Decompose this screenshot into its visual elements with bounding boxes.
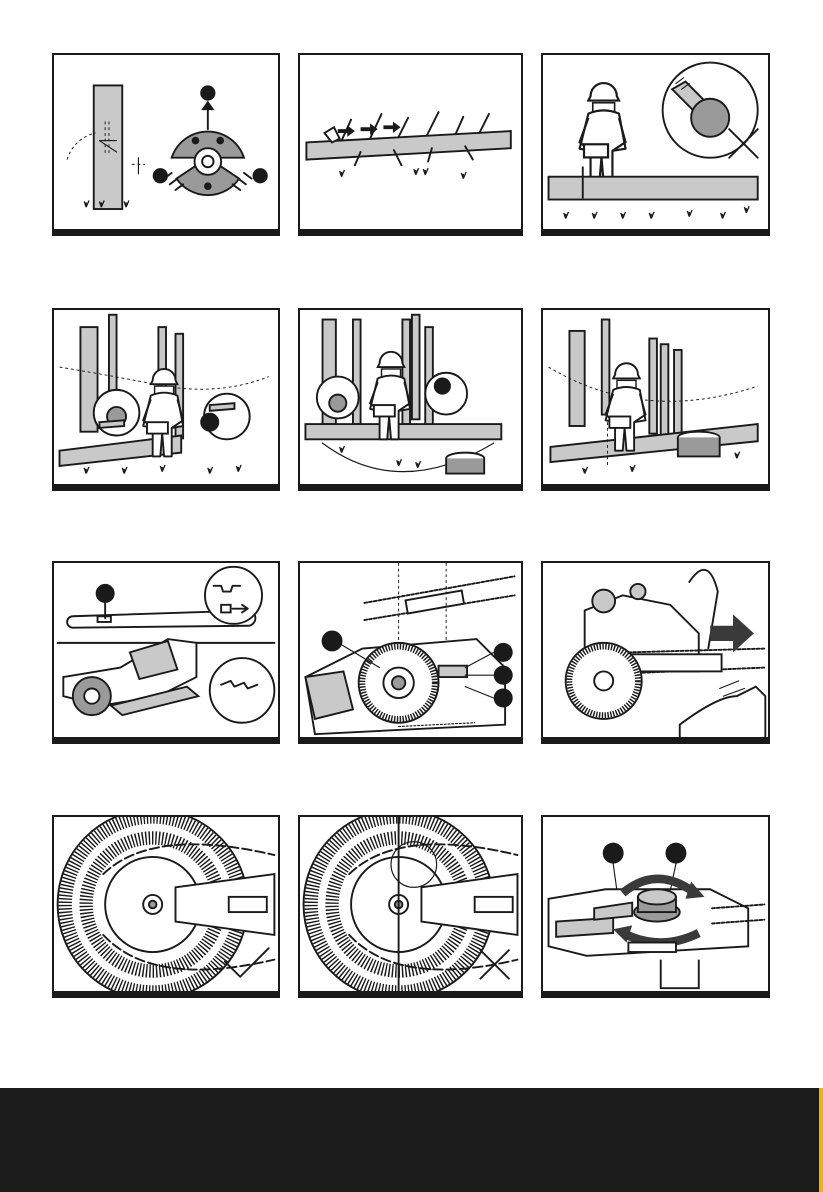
stump-icon	[678, 432, 720, 457]
panel-felling-notch	[52, 53, 280, 236]
escape-route-icon	[153, 85, 268, 195]
hand-icon	[680, 681, 766, 737]
sprocket-icon	[359, 643, 439, 723]
panel-kickback-warning	[541, 53, 770, 236]
knob-icon	[634, 889, 680, 921]
stump-icon	[446, 453, 484, 474]
chain-icon	[364, 576, 514, 620]
panel-tension-knob	[541, 815, 770, 998]
log-with-branches-icon	[306, 112, 510, 179]
panel-chain-correct	[52, 815, 280, 998]
page-footer	[0, 1088, 823, 1192]
cross-mark-icon	[480, 950, 509, 979]
panel-chain-tension-pull	[541, 561, 770, 744]
panel-bucking-supported-ends	[52, 308, 280, 491]
tree-trunk-icon	[67, 85, 145, 209]
panel-bucking-supported-middle	[298, 308, 523, 491]
panel-bucking-on-slope	[541, 308, 770, 491]
panel-limbing	[298, 53, 523, 236]
panel-chain-incorrect	[298, 815, 523, 998]
arrow-right-icon	[338, 122, 401, 137]
chain-icon	[205, 567, 262, 624]
footer-accent-stripe	[819, 1088, 823, 1192]
panel-sprocket-assembly	[298, 561, 523, 744]
panel-chain-bar-install	[52, 561, 280, 744]
operator-icon	[580, 83, 626, 184]
arrow-right-icon	[710, 614, 754, 652]
